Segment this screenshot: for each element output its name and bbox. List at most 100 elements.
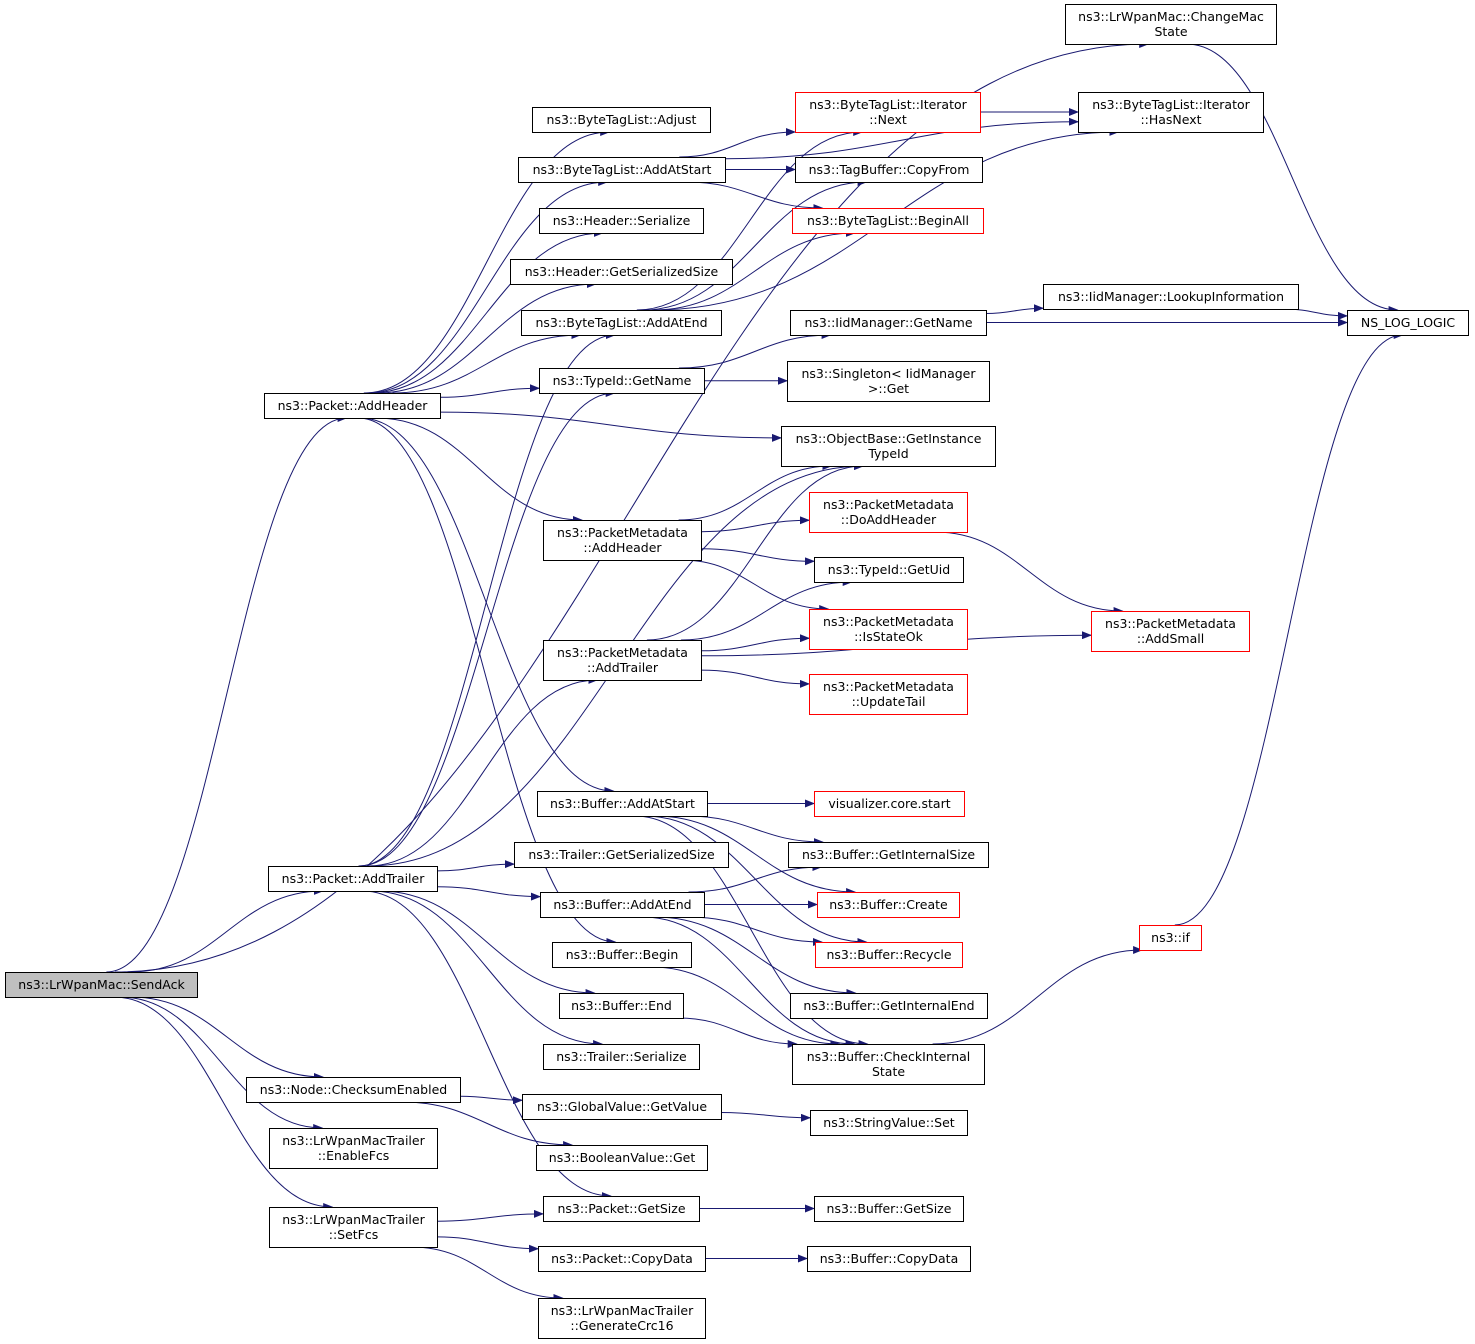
node-box — [790, 993, 988, 1019]
node-buffer-addatend[interactable]: ns3::Buffer::AddAtEnd — [540, 892, 705, 918]
node-buffer-begin[interactable]: ns3::Buffer::Begin — [552, 942, 692, 968]
node-stringvalue-set[interactable]: ns3::StringValue::Set — [810, 1110, 968, 1136]
node-label: ns3::Trailer::GetSerializedSize — [528, 847, 715, 862]
node-iidmanager-getname[interactable]: ns3::IidManager::GetName — [790, 310, 987, 336]
node-box — [538, 1246, 706, 1272]
node-bytetaglist-beginall[interactable]: ns3::ByteTagList::BeginAll — [792, 208, 984, 234]
node-label: ::GenerateCrc16 — [570, 1318, 673, 1333]
edge-lrwpanmactrailer-setfcs-to-packet-getsize — [436, 1209, 544, 1222]
node-tagbuffer-copyfrom[interactable]: ns3::TagBuffer::CopyFrom — [795, 157, 983, 183]
node-header-serialize[interactable]: ns3::Header::Serialize — [539, 208, 704, 234]
node-label: ns3::Packet::AddHeader — [278, 398, 429, 413]
node-bytetaglist-adjust[interactable]: ns3::ByteTagList::Adjust — [532, 107, 711, 133]
node-box — [807, 1246, 971, 1272]
node-ns3-if[interactable]: ns3::if — [1139, 925, 1202, 951]
node-box — [1043, 284, 1299, 310]
edge-packetmetadata-addheader-to-objectbase-getinstancetypeid — [678, 462, 833, 521]
node-label: ns3::PacketMetadata — [1105, 616, 1236, 631]
node-label: visualizer.core.start — [828, 796, 950, 811]
node-label: ns3::LrWpanMacTrailer — [282, 1212, 425, 1227]
node-lrwpanmactrailer-enablefcs[interactable]: ns3::LrWpanMacTrailer::EnableFcs — [269, 1128, 438, 1169]
node-label: ns3::PacketMetadata — [557, 645, 688, 660]
node-box — [809, 609, 968, 650]
node-label: ns3::Buffer::End — [571, 998, 672, 1013]
node-bytetaglist-addatend[interactable]: ns3::ByteTagList::AddAtEnd — [521, 310, 722, 336]
node-singleton-get[interactable]: ns3::Singleton< IidManager>::Get — [787, 361, 990, 402]
edge-node-checksumenabled-to-booleanvalue-get — [402, 1101, 574, 1149]
node-label: ns3::LrWpanMac::ChangeMac — [1078, 9, 1264, 24]
node-box — [1065, 4, 1277, 45]
node-label: ns3::PacketMetadata — [823, 497, 954, 512]
node-buffer-recycle[interactable]: ns3::Buffer::Recycle — [815, 942, 963, 968]
edge-packetmetadata-addheader-to-typeid-getuid — [700, 548, 815, 566]
node-box — [1347, 310, 1469, 336]
node-label: ::AddHeader — [583, 540, 662, 555]
edge-bytetaglist-addatend-to-bytetaglist-iterator-next — [636, 128, 864, 311]
node-typeid-getname[interactable]: ns3::TypeId::GetName — [539, 368, 705, 394]
node-packetmetadata-doaddheader[interactable]: ns3::PacketMetadata::DoAddHeader — [809, 492, 968, 533]
node-buffer-copydata[interactable]: ns3::Buffer::CopyData — [807, 1246, 971, 1272]
node-packetmetadata-updatetail[interactable]: ns3::PacketMetadata::UpdateTail — [809, 674, 968, 715]
edge-sendack-to-node-checksumenabled — [130, 996, 324, 1081]
node-lrwpanmactrailer-generatecrc16[interactable]: ns3::LrWpanMacTrailer::GenerateCrc16 — [538, 1298, 706, 1339]
node-packetmetadata-addheader[interactable]: ns3::PacketMetadata::AddHeader — [543, 520, 702, 561]
node-globalvalue-getvalue[interactable]: ns3::GlobalValue::GetValue — [522, 1094, 722, 1120]
edge-packet-addheader-to-header-serialize — [370, 229, 604, 394]
node-buffer-getinternalend[interactable]: ns3::Buffer::GetInternalEnd — [790, 993, 988, 1019]
node-box — [1139, 925, 1202, 951]
node-label: ns3::Buffer::Recycle — [826, 947, 951, 962]
node-trailer-serialize[interactable]: ns3::Trailer::Serialize — [543, 1044, 700, 1070]
node-packetmetadata-isstateok[interactable]: ns3::PacketMetadata::IsStateOk — [809, 609, 968, 650]
node-ns-log-logic[interactable]: NS_LOG_LOGIC — [1347, 310, 1469, 336]
node-bytetaglist-addatstart[interactable]: ns3::ByteTagList::AddAtStart — [518, 157, 726, 183]
node-visualizer-core-start[interactable]: visualizer.core.start — [814, 791, 965, 817]
node-buffer-getinternalsize[interactable]: ns3::Buffer::GetInternalSize — [788, 842, 989, 868]
node-box — [817, 892, 960, 918]
node-lrwpanmactrailer-setfcs[interactable]: ns3::LrWpanMacTrailer::SetFcs — [269, 1207, 438, 1248]
node-packet-addtrailer[interactable]: ns3::Packet::AddTrailer — [268, 866, 438, 892]
node-label: ::AddTrailer — [587, 660, 659, 675]
node-label: NS_LOG_LOGIC — [1361, 315, 1456, 330]
node-label: ns3::LrWpanMacTrailer — [551, 1303, 694, 1318]
node-label: ns3::ByteTagList::Iterator — [809, 97, 967, 112]
node-bytetaglist-iterator-hasnext[interactable]: ns3::ByteTagList::Iterator::HasNext — [1078, 92, 1264, 133]
edge-packet-addtrailer-to-packet-getsize — [362, 890, 612, 1200]
node-packet-addheader[interactable]: ns3::Packet::AddHeader — [264, 393, 441, 419]
node-packetmetadata-addtrailer[interactable]: ns3::PacketMetadata::AddTrailer — [543, 640, 702, 681]
node-booleanvalue-get[interactable]: ns3::BooleanValue::Get — [536, 1145, 708, 1171]
node-label: ns3::Buffer::GetInternalEnd — [803, 998, 974, 1013]
node-sendack[interactable]: ns3::LrWpanMac::SendAck — [5, 972, 198, 998]
node-label: ns3::StringValue::Set — [823, 1115, 954, 1130]
edge-packetmetadata-addheader-to-packetmetadata-isstateok — [681, 559, 830, 613]
node-packetmetadata-addsmall[interactable]: ns3::PacketMetadata::AddSmall — [1091, 611, 1250, 652]
edge-packet-addheader-to-bytetaglist-addatstart — [366, 178, 609, 394]
node-buffer-addatstart[interactable]: ns3::Buffer::AddAtStart — [537, 791, 708, 817]
node-buffer-create[interactable]: ns3::Buffer::Create — [817, 892, 960, 918]
edge-lrwpanmactrailer-setfcs-to-lrwpanmactrailer-generatecrc16 — [411, 1246, 564, 1302]
node-iidmanager-lookupinformation[interactable]: ns3::IidManager::LookupInformation — [1043, 284, 1299, 310]
node-packet-getsize[interactable]: ns3::Packet::GetSize — [543, 1196, 700, 1222]
edge-packet-addheader-to-objectbase-getinstancetypeid — [439, 411, 782, 442]
node-typeid-getuid[interactable]: ns3::TypeId::GetUid — [814, 557, 964, 583]
node-bytetaglist-iterator-next[interactable]: ns3::ByteTagList::Iterator::Next — [795, 92, 981, 133]
node-box — [1078, 92, 1264, 133]
node-buffer-end[interactable]: ns3::Buffer::End — [559, 993, 684, 1019]
node-label: ns3::Buffer::Create — [829, 897, 948, 912]
edge-packet-addheader-to-typeid-getname — [439, 384, 540, 398]
node-box — [787, 361, 990, 402]
edge-iidmanager-lookupinformation-to-ns-log-logic — [1284, 308, 1348, 320]
node-node-checksumenabled[interactable]: ns3::Node::ChecksumEnabled — [246, 1077, 461, 1103]
edge-buffer-addatstart-to-buffer-getinternalsize — [687, 815, 824, 846]
node-header-getserializedsize[interactable]: ns3::Header::GetSerializedSize — [510, 259, 733, 285]
node-packet-copydata[interactable]: ns3::Packet::CopyData — [538, 1246, 706, 1272]
node-trailer-getserializedsize[interactable]: ns3::Trailer::GetSerializedSize — [514, 842, 729, 868]
node-buffer-getsize[interactable]: ns3::Buffer::GetSize — [814, 1196, 964, 1222]
node-box — [510, 259, 733, 285]
edge-packetmetadata-addtrailer-to-typeid-getuid — [680, 578, 853, 641]
node-box — [814, 791, 965, 817]
node-label: ::SetFcs — [329, 1227, 379, 1242]
node-label: ns3::PacketMetadata — [557, 525, 688, 540]
